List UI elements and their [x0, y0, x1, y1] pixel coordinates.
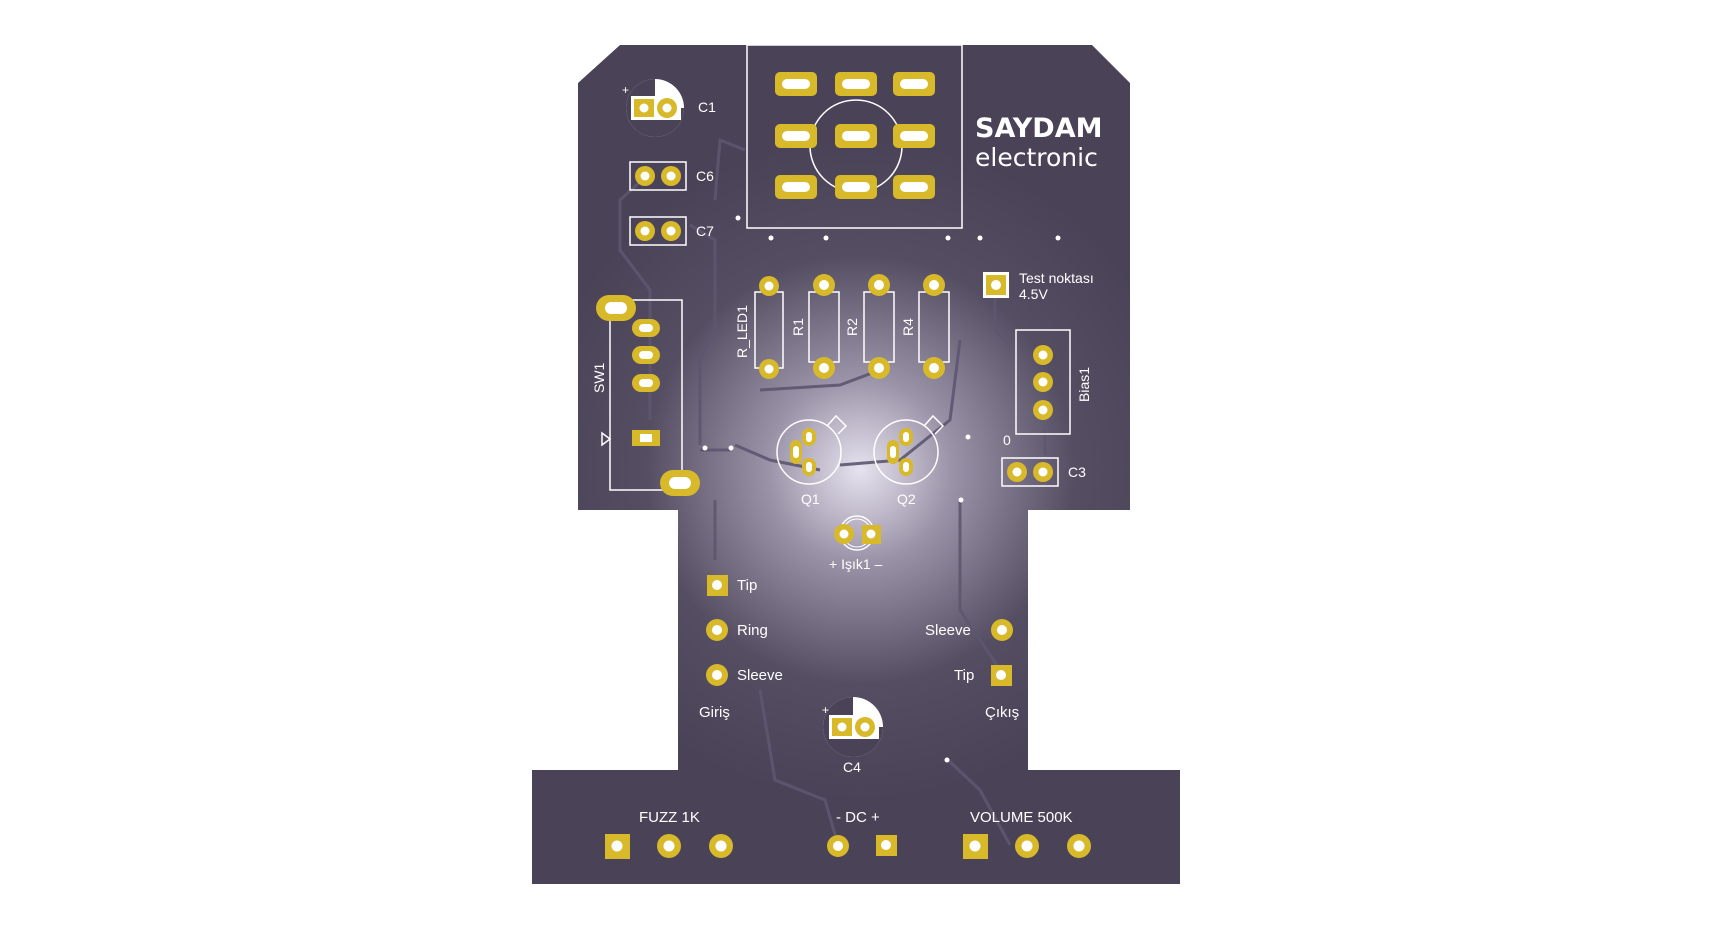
resistor-r1 [808, 274, 840, 379]
input-sleeve-pad [706, 664, 728, 686]
label-cikis: Çıkış [985, 704, 1019, 721]
volume-pot-pads [963, 834, 1091, 859]
label-test-point: Test noktası [1019, 270, 1094, 286]
label-fuzz: FUZZ 1K [639, 809, 700, 826]
capacitor-c4: + [822, 697, 883, 757]
vias [702, 215, 1061, 763]
label-c1: C1 [698, 99, 716, 115]
trimmer-bias1 [1015, 329, 1071, 435]
label-bias-zero: 0 [1003, 432, 1011, 448]
label-q1: Q1 [801, 491, 820, 507]
c1-polarity-plus: + [622, 83, 629, 97]
transistor-q1 [776, 414, 848, 485]
label-r2: R2 [844, 318, 860, 336]
label-input-ring: Ring [737, 622, 768, 639]
dc-power-pads [827, 835, 897, 857]
resistor-r-led1 [754, 276, 784, 379]
transistor-q2 [873, 414, 945, 485]
label-test-voltage: 4.5V [1019, 286, 1048, 302]
input-tip-pad [707, 575, 728, 596]
resistor-r4 [918, 274, 950, 379]
label-c4: C4 [843, 759, 861, 775]
logo-electronic: electronic [975, 143, 1098, 172]
label-giris: Giriş [699, 704, 730, 721]
capacitor-c7 [629, 216, 687, 246]
label-c3: C3 [1068, 464, 1086, 480]
label-c6: C6 [696, 168, 714, 184]
label-output-sleeve: Sleeve [925, 622, 971, 639]
led-isik1 [834, 515, 881, 551]
fuzz-pot-pads [605, 834, 733, 859]
resistor-r2 [863, 274, 895, 379]
logo-saydam: SAYDAM [975, 113, 1103, 144]
label-output-tip: Tip [954, 667, 974, 684]
output-sleeve-pad [991, 619, 1013, 641]
label-isik1: + Işık1 – [829, 556, 883, 572]
label-q2: Q2 [897, 491, 916, 507]
label-c7: C7 [696, 223, 714, 239]
test-point-pad [983, 272, 1009, 298]
switch-sw1 [596, 295, 700, 496]
label-input-tip: Tip [737, 577, 757, 594]
input-ring-pad [706, 619, 728, 641]
label-r-led1: R_LED1 [734, 305, 750, 358]
capacitor-c3 [1001, 457, 1059, 487]
capacitor-c6 [629, 161, 687, 191]
label-volume: VOLUME 500K [970, 809, 1073, 826]
footswitch-3pdt [746, 44, 963, 229]
label-r4: R4 [900, 318, 916, 336]
label-sw1: SW1 [591, 362, 607, 393]
label-input-sleeve: Sleeve [737, 667, 783, 684]
label-r1: R1 [790, 318, 806, 336]
output-tip-pad [991, 665, 1012, 686]
capacitor-c1: + [622, 79, 684, 137]
label-dc: - DC + [836, 809, 880, 826]
c4-polarity-plus: + [822, 703, 829, 717]
label-bias1: Bias1 [1076, 367, 1092, 402]
